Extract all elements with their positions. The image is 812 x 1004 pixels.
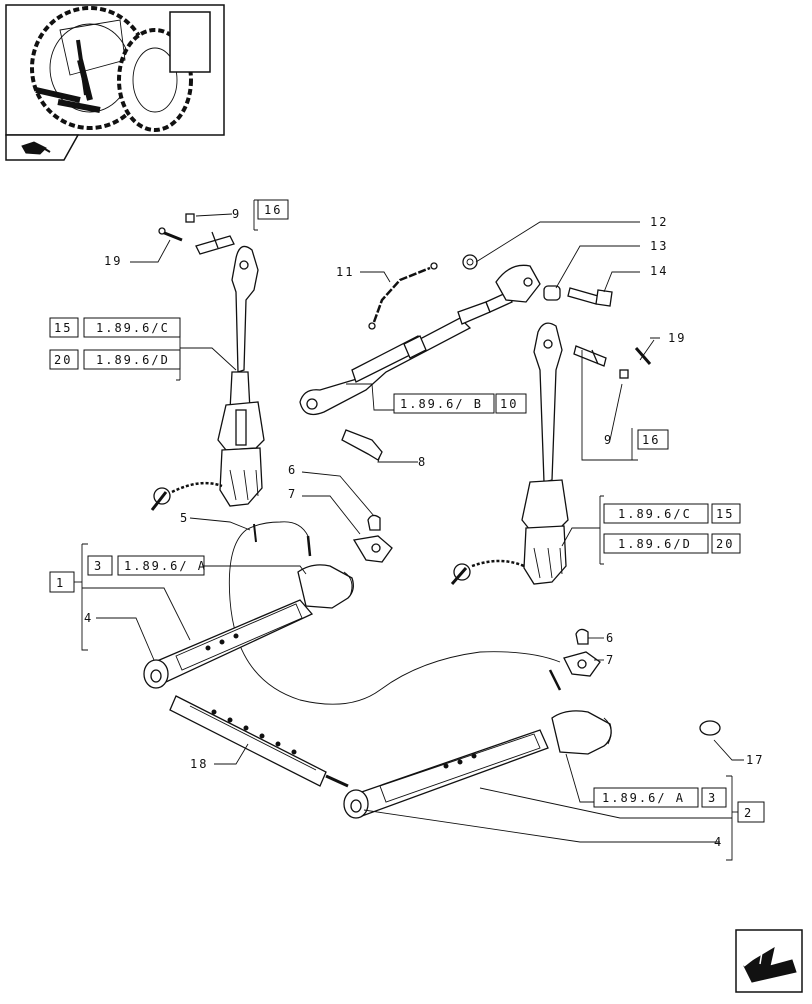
ref-1-89-6-c-right[interactable]: 1.89.6/C xyxy=(618,507,692,521)
callout-4: 4 xyxy=(84,611,93,625)
callout-9: 9 xyxy=(232,207,241,221)
callout-4-right: 4 xyxy=(714,835,723,849)
next-page-arrow-icon[interactable] xyxy=(735,929,803,993)
callout-13: 13 xyxy=(650,239,668,253)
callout-15-right[interactable]: 15 xyxy=(716,507,734,521)
ref-1-89-6-b[interactable]: 1.89.6/ B xyxy=(400,397,483,411)
check-cable-5 xyxy=(228,521,562,705)
ref-box-1-89-6-c[interactable] xyxy=(83,317,181,338)
callout-3[interactable]: 3 xyxy=(94,559,103,573)
callout-20-right[interactable]: 20 xyxy=(716,537,734,551)
lower-link-left xyxy=(143,564,354,689)
ref-box-1-89-6-c-right[interactable] xyxy=(603,503,709,524)
stabiliser-18 xyxy=(169,695,349,788)
lower-link-right xyxy=(343,710,612,819)
callout-9-right: 9 xyxy=(604,433,613,447)
ref-box-1-89-6-b[interactable] xyxy=(393,393,495,414)
parts-12-13-14 xyxy=(462,254,613,307)
ref-1-89-6-d-right[interactable]: 1.89.6/D xyxy=(618,537,692,551)
left-lift-rod xyxy=(150,245,265,511)
callout-6: 6 xyxy=(288,463,297,477)
callout-7: 7 xyxy=(288,487,297,501)
ref-box-1-89-6-a-right[interactable] xyxy=(593,787,699,808)
callout-18: 18 xyxy=(190,757,208,771)
catalogue-book-icon[interactable] xyxy=(5,134,80,161)
ref-box-10[interactable] xyxy=(495,393,527,414)
ref-box-15-right[interactable] xyxy=(711,503,741,524)
ref-box-16-right[interactable] xyxy=(637,429,669,450)
callout-1[interactable]: 1 xyxy=(56,576,65,590)
leader-lines xyxy=(74,199,744,861)
pin-and-bolt-left xyxy=(158,213,235,255)
ref-1-89-6-d[interactable]: 1.89.6/D xyxy=(96,353,170,367)
ref-box-16[interactable] xyxy=(257,199,289,220)
part-8-pin xyxy=(341,429,383,461)
ref-box-20[interactable] xyxy=(49,349,79,370)
callout-5: 5 xyxy=(180,511,189,525)
callout-2[interactable]: 2 xyxy=(744,806,753,820)
ref-1-89-6-a[interactable]: 1.89.6/ A xyxy=(124,559,207,573)
callout-3-right[interactable]: 3 xyxy=(708,791,717,805)
part-17 xyxy=(699,720,721,736)
pin-and-bolt-right xyxy=(573,345,652,379)
parts-6-7-right xyxy=(563,628,601,677)
ref-box-3-right[interactable] xyxy=(701,787,727,808)
callout-10[interactable]: 10 xyxy=(500,397,518,411)
top-link xyxy=(299,264,541,416)
ref-box-2[interactable] xyxy=(737,801,765,823)
callout-16-right[interactable]: 16 xyxy=(642,433,660,447)
top-link-cable-11 xyxy=(368,262,438,330)
right-lift-rod xyxy=(450,322,569,585)
callout-19-right: 19 xyxy=(668,331,686,345)
parts-6-7-left xyxy=(352,514,393,563)
callout-labels: 9 16 19 12 13 14 11 15 1.89.6/C 20 1.89.… xyxy=(49,199,765,849)
callout-8: 8 xyxy=(418,455,427,469)
callout-15[interactable]: 15 xyxy=(54,321,72,335)
callout-14: 14 xyxy=(650,264,668,278)
callout-20[interactable]: 20 xyxy=(54,353,72,367)
callout-17: 17 xyxy=(746,753,764,767)
ref-1-89-6-a-right[interactable]: 1.89.6/ A xyxy=(602,791,685,805)
ref-box-1-89-6-d-right[interactable] xyxy=(603,533,709,554)
ref-1-89-6-c[interactable]: 1.89.6/C xyxy=(96,321,170,335)
ref-box-1[interactable] xyxy=(49,571,75,593)
tractor-rear-linkage-thumbnail-icon xyxy=(5,4,225,136)
ref-box-15[interactable] xyxy=(49,317,79,338)
callout-19: 19 xyxy=(104,254,122,268)
callout-6-right: 6 xyxy=(606,631,615,645)
ref-box-1-89-6-a[interactable] xyxy=(117,555,205,576)
ref-box-3[interactable] xyxy=(87,555,113,576)
callout-16[interactable]: 16 xyxy=(264,203,282,217)
callout-12: 12 xyxy=(650,215,668,229)
callout-7-right: 7 xyxy=(606,653,615,667)
ref-box-20-right[interactable] xyxy=(711,533,741,554)
ref-box-1-89-6-d[interactable] xyxy=(83,349,181,370)
callout-11: 11 xyxy=(336,265,354,279)
